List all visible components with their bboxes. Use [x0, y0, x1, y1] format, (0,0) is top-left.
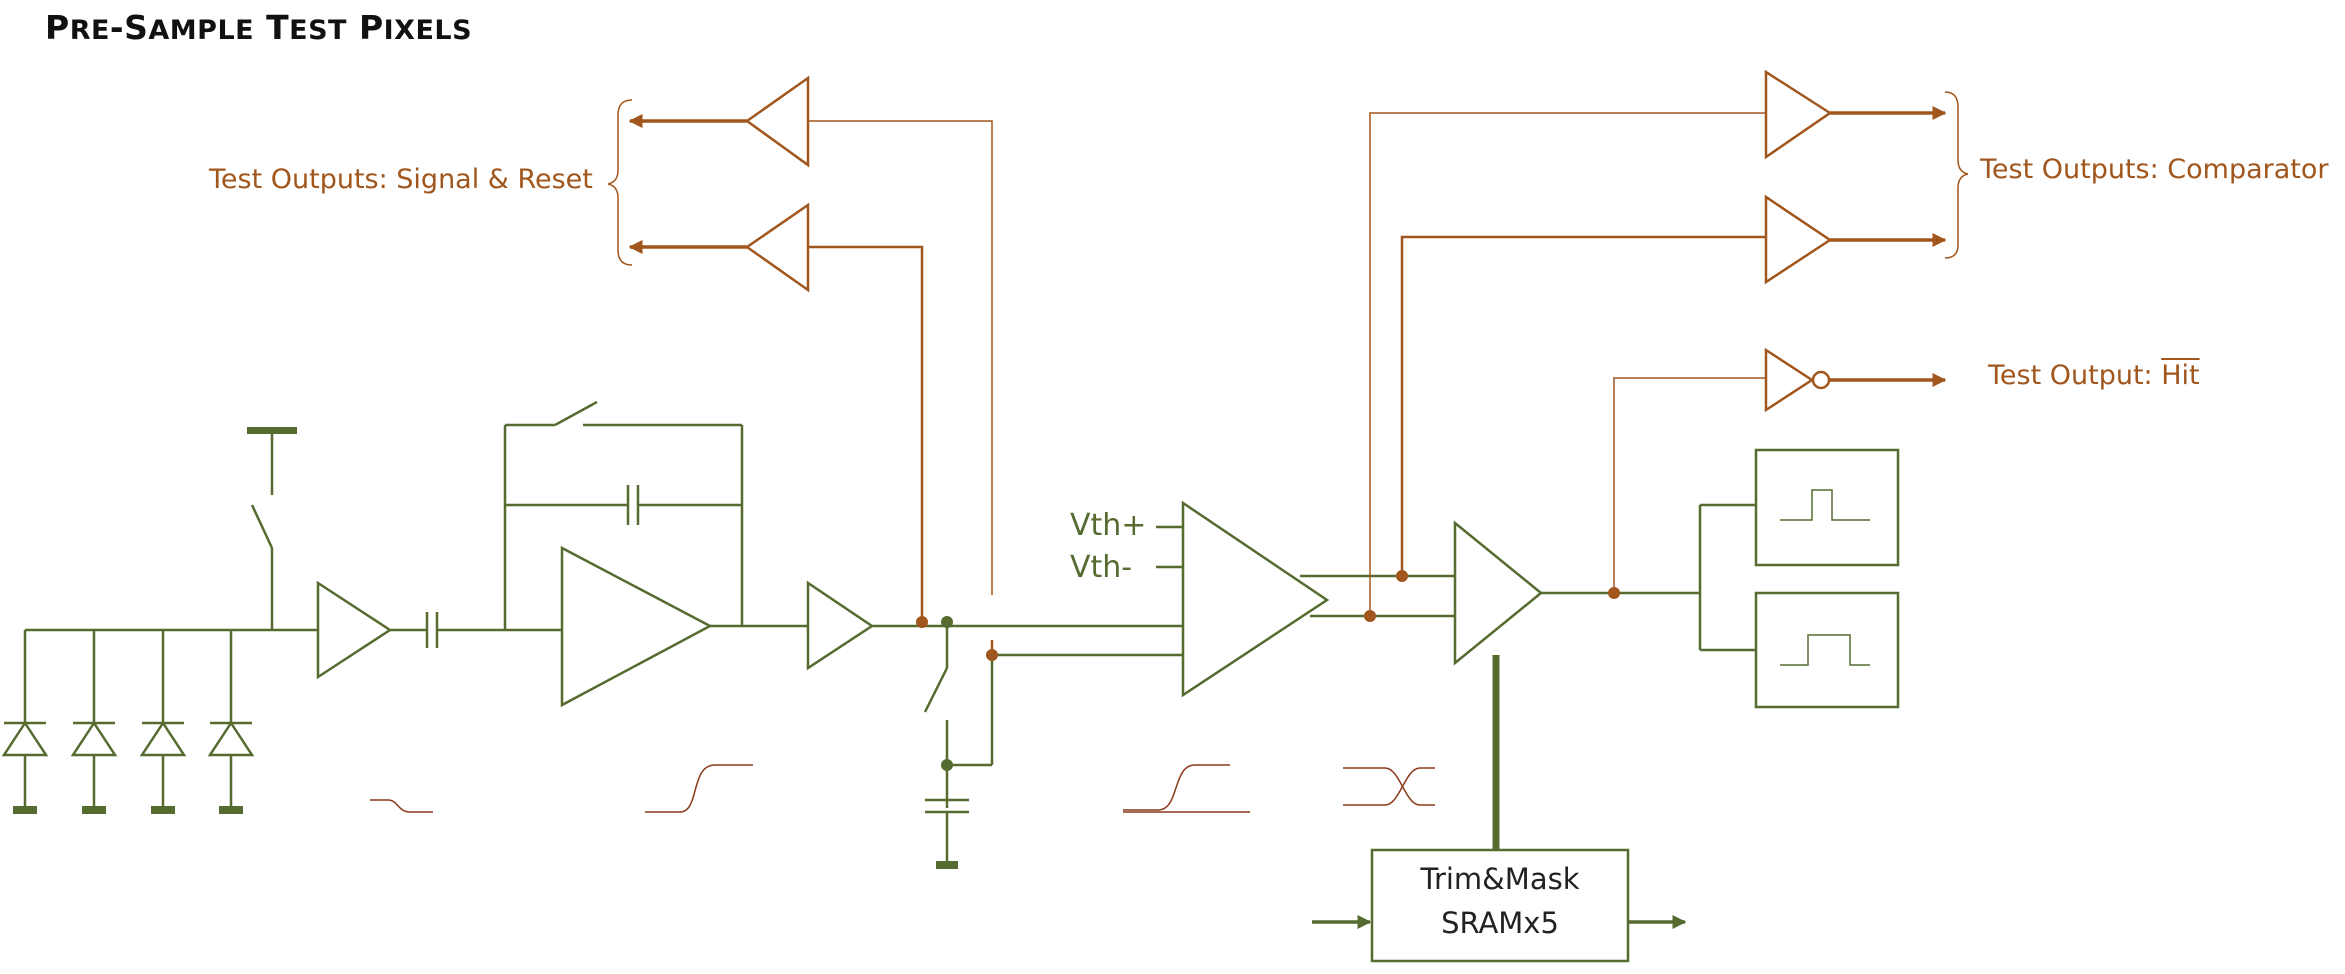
- comparator-label: Test Outputs: Comparator: [1980, 154, 2329, 185]
- junction-dot: [1608, 587, 1620, 599]
- junction-dot: [986, 649, 998, 661]
- vth-plus-label: Vth+: [1070, 508, 1147, 543]
- coupling-capacitor: [425, 612, 562, 648]
- reset-switch: [247, 427, 297, 630]
- photodiode-1: [1, 630, 49, 814]
- junction-dot: [916, 616, 928, 628]
- photodiode-2: [70, 630, 118, 814]
- input-buffer: [316, 580, 427, 680]
- junction-dot: [1396, 570, 1408, 582]
- waveform-sampled: [1123, 764, 1250, 813]
- pulse-box-1: [1754, 448, 1900, 567]
- junction-dot: [941, 759, 953, 771]
- trim-mask-sram: [1312, 848, 1687, 963]
- junction-dot: [1364, 610, 1376, 622]
- signal-reset-test-paths: [607, 75, 994, 660]
- hit-overbar-text: Hit: [2161, 360, 2200, 391]
- waveform-shaped: [645, 764, 753, 813]
- comparator-test-paths: [1369, 69, 1969, 616]
- sram-label-line2: SRAMx5: [1441, 906, 1559, 940]
- comparator: [1156, 500, 1455, 698]
- sample-switch: [923, 626, 1183, 869]
- page-title: PRE-SAMPLE TEST PIXELS: [45, 8, 473, 47]
- photodiode-3: [139, 630, 187, 814]
- hit-test-path: [1613, 347, 1947, 593]
- hit-label: Test Output: Hit: [1988, 360, 2200, 391]
- sram-label-line1: Trim&Mask: [1420, 862, 1580, 896]
- photodiode-4: [207, 630, 255, 814]
- signal-reset-label: Test Outputs: Signal & Reset: [209, 164, 593, 195]
- waveform-differential: [1343, 767, 1435, 806]
- shaper-amplifier: [503, 400, 808, 708]
- vth-minus-label: Vth-: [1070, 550, 1133, 585]
- junction-dot: [941, 616, 953, 628]
- pulse-box-2: [1754, 591, 1900, 709]
- waveform-input: [370, 799, 433, 813]
- latch-stage: [1453, 503, 1756, 666]
- photodiode-array: [1, 628, 318, 814]
